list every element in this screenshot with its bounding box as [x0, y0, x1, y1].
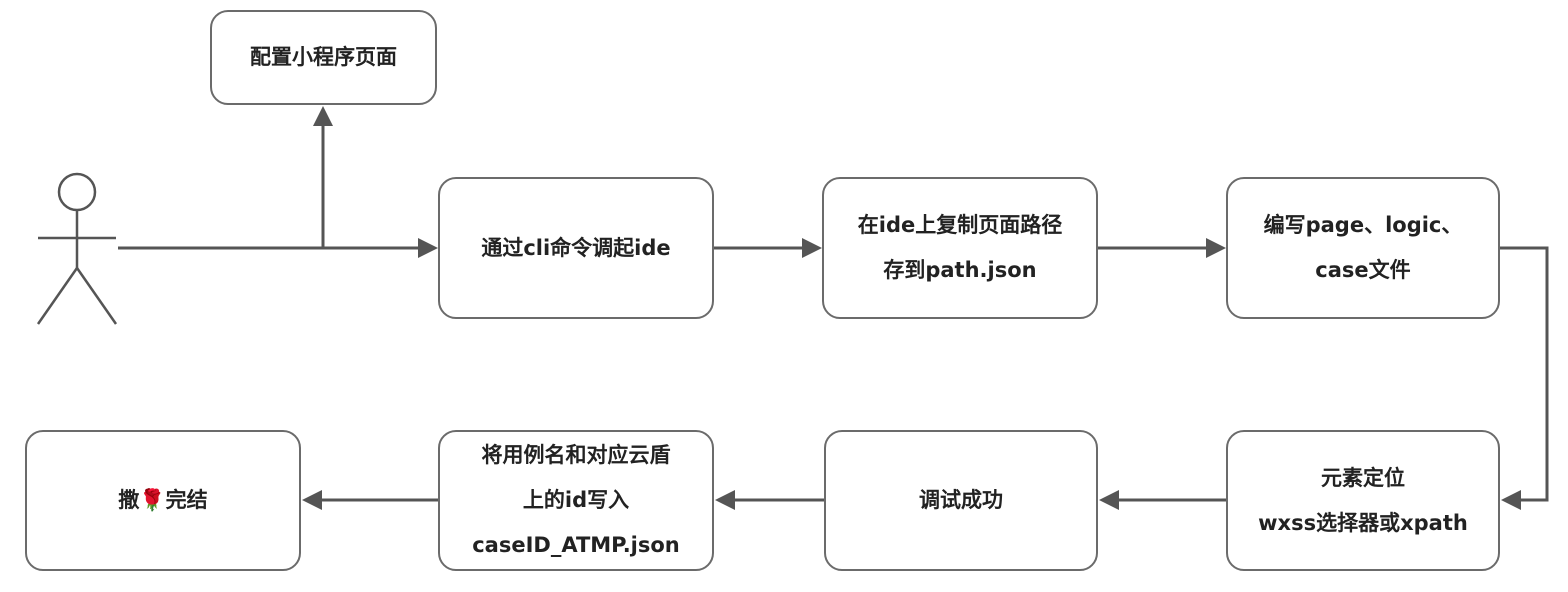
node-write-ids-line-3: caseID_ATMP.json — [472, 533, 680, 557]
node-copy-path: 在ide上复制页面路径 存到path.json — [822, 177, 1098, 319]
node-config-page: 配置小程序页面 — [210, 10, 437, 105]
edge-locate-to-debug-head — [1099, 490, 1119, 510]
node-write-ids-line-2: 上的id写入 — [522, 488, 630, 512]
node-done-prefix: 撒 — [118, 488, 140, 512]
node-locate-line-1: 元素定位 — [1321, 465, 1405, 490]
edge-writeids-to-done-head — [302, 490, 322, 510]
node-done: 撒🌹完结 — [25, 430, 301, 571]
node-locate-line-2: wxss选择器或xpath — [1258, 510, 1468, 535]
edge-write-to-locate-head — [1501, 490, 1521, 510]
edge-debug-to-writeids-head — [715, 490, 735, 510]
actor-icon — [36, 172, 118, 325]
node-copy-path-line-1: 在ide上复制页面路径 — [857, 213, 1063, 237]
node-write-ids-line-1: 将用例名和对应云盾 — [481, 443, 671, 467]
edge-actor-to-cli-head — [418, 238, 438, 258]
node-copy-path-line-2: 存到path.json — [883, 258, 1037, 282]
node-write-ids: 将用例名和对应云盾 上的id写入 caseID_ATMP.json — [438, 430, 714, 571]
node-debug-ok-line-1: 调试成功 — [919, 488, 1003, 512]
node-cli-ide-line-1: 通过cli命令调起ide — [481, 235, 671, 260]
node-done-line-1: 撒🌹完结 — [118, 478, 207, 523]
node-cli-ide: 通过cli命令调起ide — [438, 177, 714, 319]
edge-cli-to-copy-head — [802, 238, 822, 258]
node-write-files-line-1: 编写page、logic、 — [1263, 213, 1463, 237]
node-config-page-line-1: 配置小程序页面 — [250, 45, 397, 69]
edge-actor-to-config-head — [313, 106, 333, 126]
node-write-files: 编写page、logic、 case文件 — [1226, 177, 1500, 319]
node-done-suffix: 完结 — [165, 488, 208, 512]
edge-copy-to-write-head — [1206, 238, 1226, 258]
rose-icon: 🌹 — [139, 488, 166, 512]
edge-write-to-locate — [1500, 246, 1549, 502]
node-write-files-line-2: case文件 — [1315, 258, 1411, 282]
node-debug-ok: 调试成功 — [824, 430, 1098, 571]
node-locate: 元素定位 wxss选择器或xpath — [1226, 430, 1500, 571]
